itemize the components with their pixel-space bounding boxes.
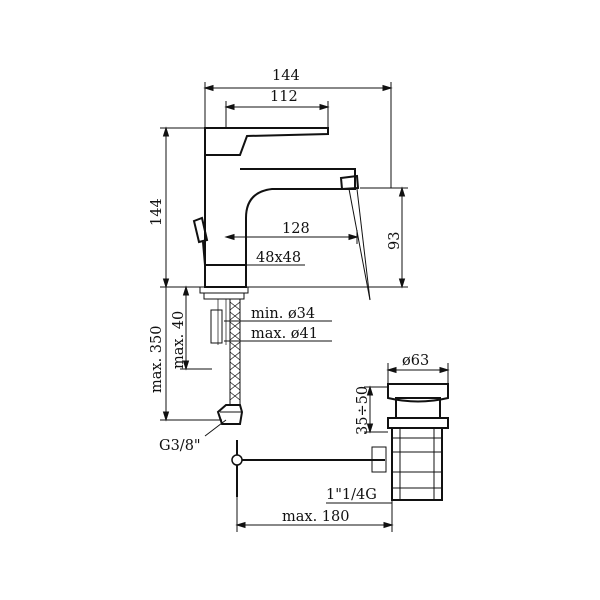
dimension-lines [160,82,450,532]
label-connection: G3/8" [159,438,201,454]
popup-waste [231,383,449,501]
under-deck-fixings [199,286,249,425]
label-spout-reach: 112 [270,89,298,105]
label-base-size: 48x48 [256,250,301,266]
label-spout-height: 93 [387,232,403,250]
label-waste-thread: 1"1/4G [326,487,377,503]
label-deck-thickness: max. 40 [171,311,187,369]
label-spout-projection: 128 [282,221,310,237]
label-waste-cap: ø63 [402,353,429,369]
label-overall-width: 144 [272,68,300,84]
label-hole-max: max. ø41 [251,326,318,342]
label-hole-min: min. ø34 [251,306,315,322]
label-waste-stroke: 35÷50 [355,386,371,435]
dimension-labels: 144 112 144 93 128 48x48 min. ø34 max. ø… [149,68,429,525]
label-rod-length: max. 180 [282,509,349,525]
label-hose-length: max. 350 [149,326,165,393]
label-overall-height: 144 [149,198,165,226]
faucet-body [192,127,371,301]
